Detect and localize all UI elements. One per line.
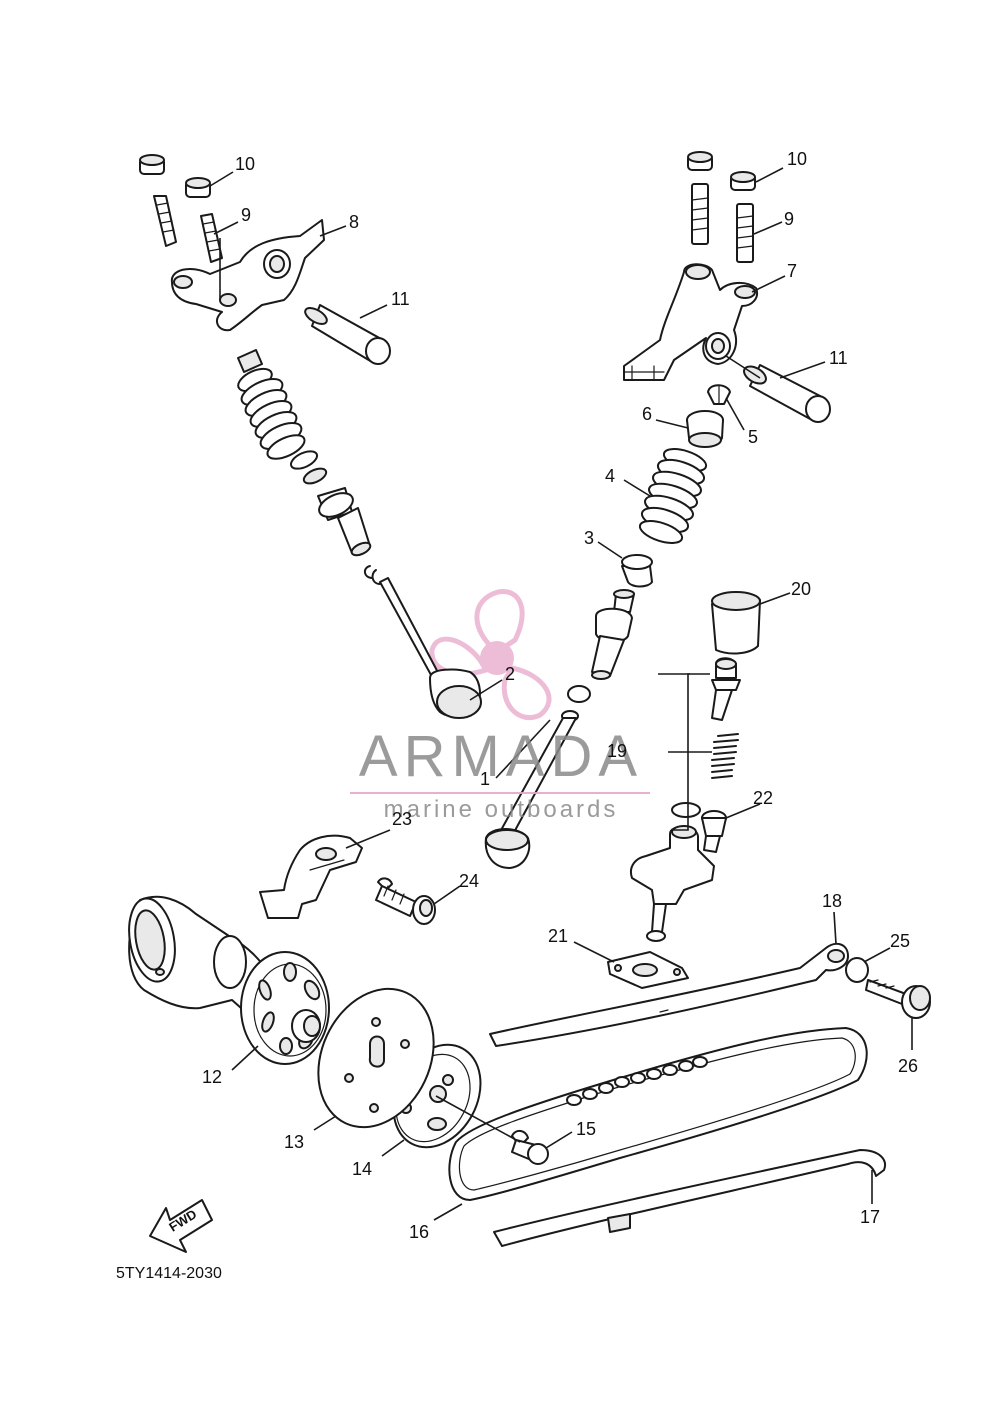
camshaft (128, 895, 330, 1065)
watermark-brand-name: ARMADA (358, 724, 644, 789)
tensioner-spacer (711, 591, 761, 655)
forward-arrow-icon (149, 1199, 213, 1253)
callout-18: 18 (822, 891, 843, 911)
leader-lines (209, 167, 913, 1221)
tensioner-oring (671, 802, 701, 818)
valve-adjusting-nut-left (139, 154, 211, 198)
callout-21: 21 (548, 926, 569, 946)
rocker-shaft-left (304, 304, 391, 365)
valve-guide-right (591, 589, 635, 680)
callout-24: 24 (459, 871, 480, 891)
exhaust-valve (364, 565, 482, 719)
callout-1: 1 (480, 769, 491, 789)
callout-16: 16 (409, 1222, 430, 1242)
callout-9-right: 9 (784, 209, 795, 229)
tensioner-screw (701, 810, 727, 853)
valve-adjusting-screw-right (691, 183, 754, 263)
callout-10-left: 10 (235, 154, 256, 174)
tensioner-bolt (711, 657, 741, 721)
chain-guide-stopper (493, 1149, 886, 1247)
valve-spring-seat (621, 554, 653, 588)
diagram-code: 5TY1414-2030 (116, 1265, 222, 1282)
callout-11-left: 11 (391, 289, 410, 309)
rocker-shaft-right (743, 364, 831, 423)
guide-bolt (865, 979, 931, 1019)
callout-17: 17 (860, 1207, 881, 1227)
callout-14: 14 (352, 1159, 373, 1179)
valve-spring-retainer (686, 410, 724, 448)
chain-guide-tensioner (489, 942, 849, 1047)
callout-25: 25 (890, 931, 911, 951)
callout-26: 26 (898, 1056, 919, 1076)
decompressor-plate (317, 987, 435, 1129)
valve-spring-assembly-left (237, 349, 372, 557)
cam-chain-links-detail (566, 1056, 708, 1106)
callout-2: 2 (505, 664, 516, 684)
cam-sprocket-bolt (511, 1130, 549, 1165)
callout-19: 19 (607, 741, 628, 761)
rocker-arm-right (623, 263, 758, 381)
callout-6: 6 (642, 404, 653, 424)
valve-spring (638, 448, 708, 544)
valve-adjusting-screw-left (153, 195, 223, 263)
callout-8: 8 (349, 212, 360, 232)
callout-10-right: 10 (787, 149, 808, 169)
callout-4: 4 (605, 466, 616, 486)
callout-20: 20 (791, 579, 812, 599)
callout-15: 15 (576, 1119, 597, 1139)
callout-13: 13 (284, 1132, 305, 1152)
valve-cotter (707, 384, 731, 405)
callout-11-right: 11 (829, 348, 848, 368)
tensioner-gasket (607, 951, 689, 989)
callout-22: 22 (753, 788, 774, 808)
rocker-arm-left (170, 219, 325, 332)
guide-oring (845, 957, 869, 983)
valve-adjusting-nut-right (687, 151, 756, 191)
valve-oring (567, 685, 591, 703)
watermark-tagline: marine outboards (383, 796, 619, 823)
decompressor-bolt (375, 877, 436, 925)
callout-12: 12 (202, 1067, 223, 1087)
tensioner-spring (711, 733, 739, 779)
callout-3: 3 (584, 528, 595, 548)
cam-chain-tensioner (630, 825, 715, 942)
callout-7: 7 (787, 261, 798, 281)
callout-9-left: 9 (241, 205, 252, 225)
callout-5: 5 (748, 427, 759, 447)
intake-valve (484, 710, 579, 869)
callout-23: 23 (392, 809, 413, 829)
decompressor-bracket (259, 834, 363, 919)
watermark-divider (350, 792, 650, 794)
